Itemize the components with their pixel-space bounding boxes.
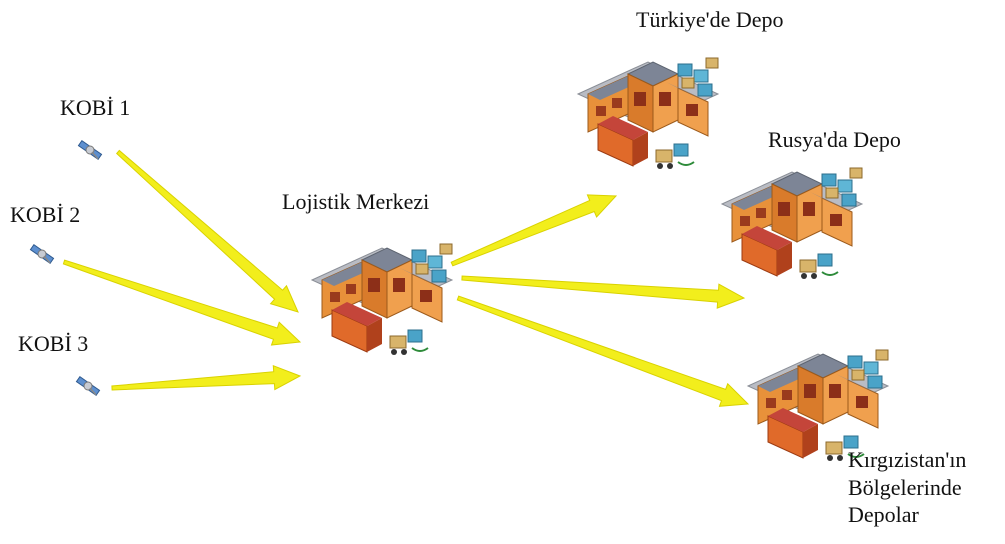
destination-label-line: Kırgızistan'ın bbox=[848, 447, 967, 472]
arrow-hub-to-kyrgyzstan bbox=[456, 295, 750, 407]
warehouse-icon bbox=[747, 349, 889, 462]
source-label-1: KOBİ 1 bbox=[60, 95, 131, 120]
arrow-hub-to-russia bbox=[461, 275, 746, 309]
source-label-2: KOBİ 2 bbox=[10, 202, 81, 227]
arrow-kobi1-to-hub bbox=[116, 149, 299, 313]
hub-warehouse-icon bbox=[311, 243, 453, 356]
satellite-icon bbox=[75, 375, 101, 397]
arrow-kobi2-to-hub bbox=[62, 259, 302, 346]
source-label-3: KOBİ 3 bbox=[18, 331, 89, 356]
warehouse-icon bbox=[577, 57, 719, 170]
hub-label: Lojistik Merkezi bbox=[282, 189, 430, 214]
destination-label-line: Depolar bbox=[848, 502, 919, 527]
warehouse-icon bbox=[721, 167, 863, 280]
arrows bbox=[62, 149, 750, 407]
destination-label-russia: Rusya'da Depo bbox=[768, 127, 901, 152]
arrow-hub-to-turkey bbox=[450, 194, 618, 267]
satellite-icon bbox=[29, 243, 55, 265]
arrow-kobi3-to-hub bbox=[111, 364, 302, 391]
destination-label-turkey: Türkiye'de Depo bbox=[636, 7, 784, 32]
destination-label-line: Bölgelerinde bbox=[848, 474, 962, 500]
satellite-icon bbox=[77, 139, 103, 161]
destination-label-kyrgyzstan: Kırgızistan'ın Bölgelerinde Depolar bbox=[848, 446, 1005, 529]
